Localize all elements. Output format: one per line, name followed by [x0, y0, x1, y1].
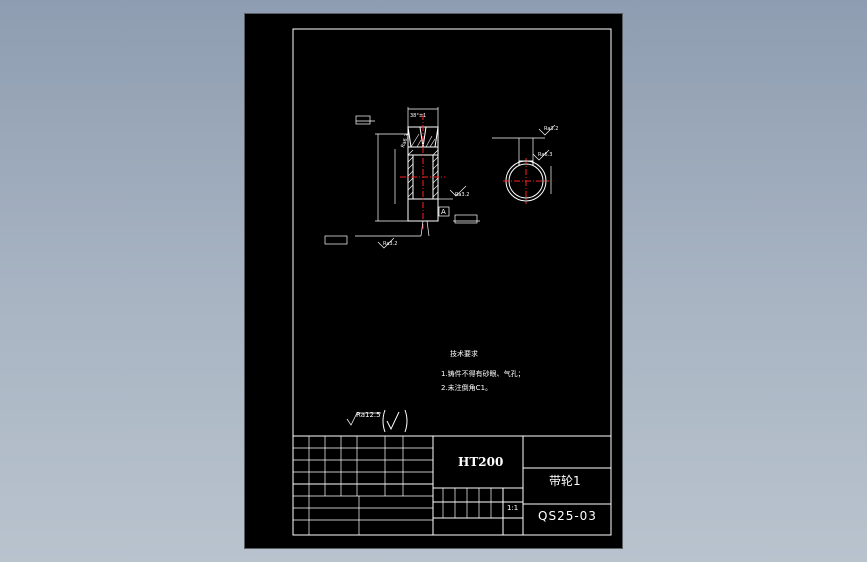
tech-requirements-title: 技术要求 [450, 350, 478, 358]
finish-mark-3: Ra3.2 [544, 126, 559, 132]
general-finish-label: Ra12.5 [356, 411, 381, 419]
drawing-number: QS25-03 [538, 509, 597, 523]
tech-requirement-2: 2.未注倒角C1。 [441, 384, 493, 392]
pulley-section-view [324, 107, 480, 249]
tech-requirement-1: 1.铸件不得有砂眼、气孔； [441, 370, 525, 378]
drawing-frame [292, 28, 612, 536]
material-label: HT200 [458, 455, 504, 469]
datum-label: A [441, 208, 446, 216]
finish-mark-2: Ra3.2 [383, 241, 398, 247]
part-name: 带轮1 [549, 474, 581, 488]
drawing-sheet: 38°±1 A Ra3.2 Ra3.2 Ra3.2 Ra6.3 Ra6.3 Ra… [244, 13, 623, 549]
title-block [293, 435, 611, 535]
finish-mark-1: Ra3.2 [455, 192, 470, 198]
finish-mark-4: Ra6.3 [538, 152, 553, 158]
general-finish-symbol [346, 409, 408, 433]
scale-label: 1:1 [507, 504, 519, 512]
cad-drawing [292, 28, 612, 536]
pulley-side-view [492, 124, 556, 204]
dimension-top: 38°±1 [410, 113, 427, 119]
